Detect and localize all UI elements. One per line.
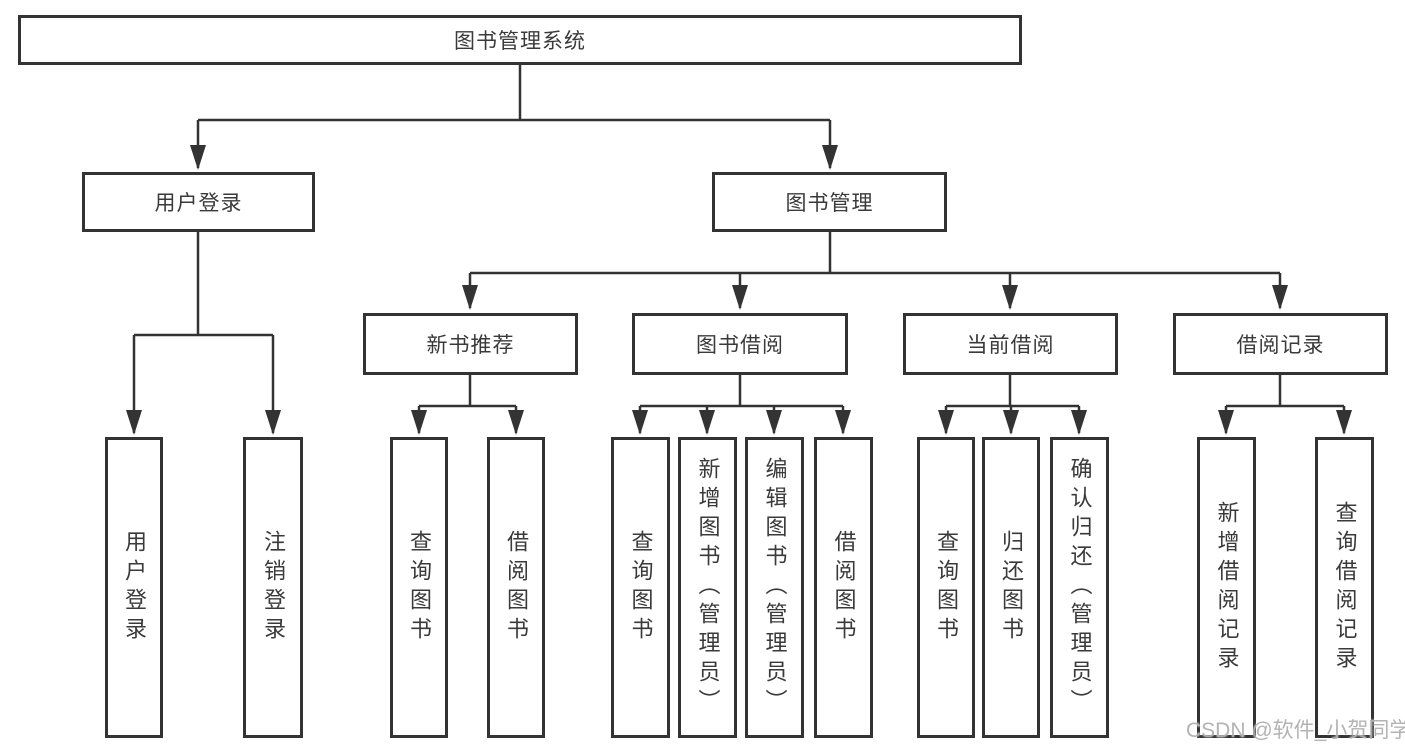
leaf-query-books-recommend-label: 查询图书	[407, 529, 432, 646]
node-book-management: 图书管理	[712, 172, 947, 232]
leaf-borrow-books-borrow-label: 借阅图书	[831, 529, 857, 646]
node-new-book-recommend: 新书推荐	[363, 313, 578, 375]
node-book-borrow: 图书借阅	[632, 313, 848, 375]
leaf-add-book-admin: 新增图书（管理员）	[678, 437, 737, 738]
leaf-add-book-admin-label: 新增图书（管理员）	[695, 457, 721, 718]
leaf-borrow-books-borrow: 借阅图书	[814, 437, 873, 738]
leaf-query-books-borrow: 查询图书	[611, 437, 670, 738]
leaf-logout-label: 注销登录	[261, 529, 286, 646]
leaf-query-borrow-record: 查询借阅记录	[1315, 437, 1374, 738]
leaf-add-borrow-record: 新增借阅记录	[1197, 437, 1256, 738]
leaf-logout: 注销登录	[243, 437, 303, 738]
node-library-management-system: 图书管理系统	[18, 15, 1022, 65]
leaf-user-login-label: 用户登录	[122, 529, 147, 646]
leaf-user-login: 用户登录	[105, 437, 163, 738]
leaf-edit-book-admin: 编辑图书（管理员）	[745, 437, 804, 738]
node-borrow-records: 借阅记录	[1173, 313, 1388, 375]
node-current-borrow: 当前借阅	[903, 313, 1118, 375]
leaf-edit-book-admin-label: 编辑图书（管理员）	[762, 457, 788, 718]
csdn-watermark: CSDN @软件_小贺同学	[1186, 719, 1405, 742]
leaf-confirm-return-admin-label: 确认归还（管理员）	[1067, 457, 1093, 718]
leaf-query-books-current-label: 查询图书	[934, 529, 959, 646]
leaf-return-books: 归还图书	[982, 437, 1040, 738]
leaf-query-books-current: 查询图书	[917, 437, 975, 738]
node-user-login: 用户登录	[82, 172, 315, 232]
leaf-borrow-books-recommend: 借阅图书	[487, 437, 545, 738]
leaf-query-books-recommend: 查询图书	[390, 437, 448, 738]
leaf-borrow-books-recommend-label: 借阅图书	[504, 529, 529, 646]
leaf-add-borrow-record-label: 新增借阅记录	[1214, 500, 1240, 675]
leaf-query-books-borrow-label: 查询图书	[628, 529, 654, 646]
leaf-confirm-return-admin: 确认归还（管理员）	[1050, 437, 1109, 738]
leaf-return-books-label: 归还图书	[999, 529, 1024, 646]
leaf-query-borrow-record-label: 查询借阅记录	[1332, 500, 1358, 675]
